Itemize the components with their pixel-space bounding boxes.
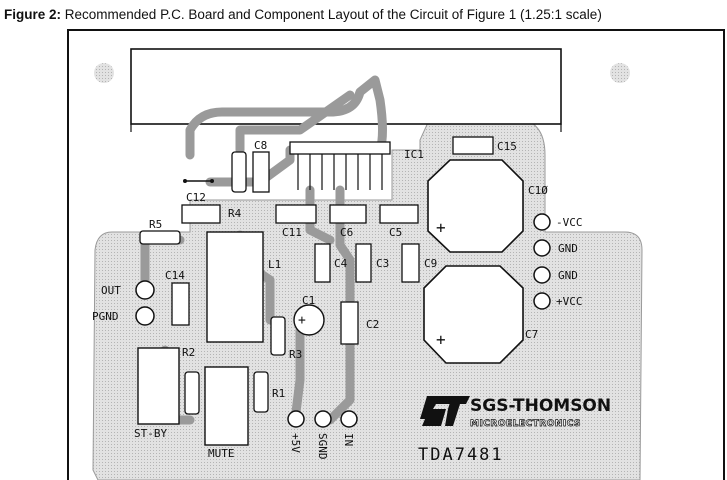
label-c15: C15 [497,140,517,153]
ic1-pins [297,154,383,190]
capacitor-c10 [427,159,524,253]
label-c9: C9 [424,257,437,270]
label-r2: R2 [182,346,195,359]
label-sgnd: SGND [316,433,329,460]
label-gnd-1: GND [558,242,578,255]
c7-polarity: + [436,330,446,349]
inductor-l1 [206,231,264,343]
label-r3: R3 [289,348,302,361]
pad-in [340,410,358,428]
pad-pgnd [135,306,155,326]
label-ic1: IC1 [404,148,424,161]
pad-out [135,280,155,300]
ic1-body [289,141,391,155]
label-c8: C8 [254,139,267,152]
label-c12: C12 [186,191,206,204]
label-plus-vcc: +VCC [556,295,583,308]
figure-label: Figure 2: [4,7,62,22]
label-l1: L1 [268,258,281,271]
brand-company: SGS-THOMSON [470,396,611,416]
capacitor-c14 [171,282,190,326]
label-pgnd: PGND [92,310,119,323]
capacitor-c9 [401,243,420,283]
capacitor-c1 [293,304,325,336]
figure-caption: Figure 2: Recommended P.C. Board and Com… [4,7,602,22]
pad-minus-vcc [533,213,551,231]
switch-mute [204,366,249,446]
label-c10: C1Ø [528,184,548,197]
pad-gnd-2 [533,266,551,284]
label-c4: C4 [334,257,348,270]
label-c6: C6 [340,226,353,239]
label-c11: C11 [282,226,302,239]
mounting-hole [610,63,630,83]
label-c5: C5 [389,226,402,239]
mounting-hole [94,456,114,476]
jumper-pad [183,179,187,183]
capacitor-c3 [355,243,372,283]
label-c3: C3 [376,257,389,270]
jumper-pad [210,179,214,183]
capacitor-c15 [452,136,494,155]
resistor-r2 [184,371,200,415]
capacitor-c8 [252,151,270,193]
resistor-r1 [253,371,269,413]
figure-caption-text: Recommended P.C. Board and Component Lay… [61,7,602,22]
switch-st-by [137,347,180,425]
label-st-by: ST-BY [134,427,167,440]
pad-sgnd [314,410,332,428]
label-minus-vcc: -VCC [556,216,583,229]
pad-gnd-1 [533,239,551,257]
capacitor-c12 [181,204,221,224]
label-c2: C2 [366,318,379,331]
capacitor-c5 [379,204,419,224]
label-out: OUT [101,284,121,297]
part-number: TDA7481 [418,445,504,465]
label-r5: R5 [149,218,162,231]
capacitor-c4 [314,243,331,283]
label-c7: C7 [525,328,538,341]
capacitor-c7 [423,265,524,364]
resistor-r5 [139,230,181,245]
pad-plus5v [287,410,305,428]
c1-polarity: + [298,313,306,328]
brand-division: MICROELECTRONICS [470,419,581,429]
pad-plus-vcc [533,292,551,310]
label-c1: C1 [302,294,315,307]
label-r4: R4 [228,207,242,220]
mounting-hole [610,456,630,476]
label-c14: C14 [165,269,185,282]
capacitor-c6 [329,204,367,224]
board-frame [67,29,725,480]
mounting-hole [94,63,114,83]
st-logo [420,396,470,426]
label-r1: R1 [272,387,285,400]
c10-polarity: + [436,218,446,237]
label-mute: MUTE [208,447,235,460]
resistor-r3 [270,316,286,356]
capacitor-c11 [275,204,317,224]
label-in: IN [342,433,355,446]
resistor-r4 [231,151,247,193]
capacitor-c2 [340,301,359,345]
label-plus5v: +5V [289,433,302,453]
label-gnd-2: GND [558,269,578,282]
